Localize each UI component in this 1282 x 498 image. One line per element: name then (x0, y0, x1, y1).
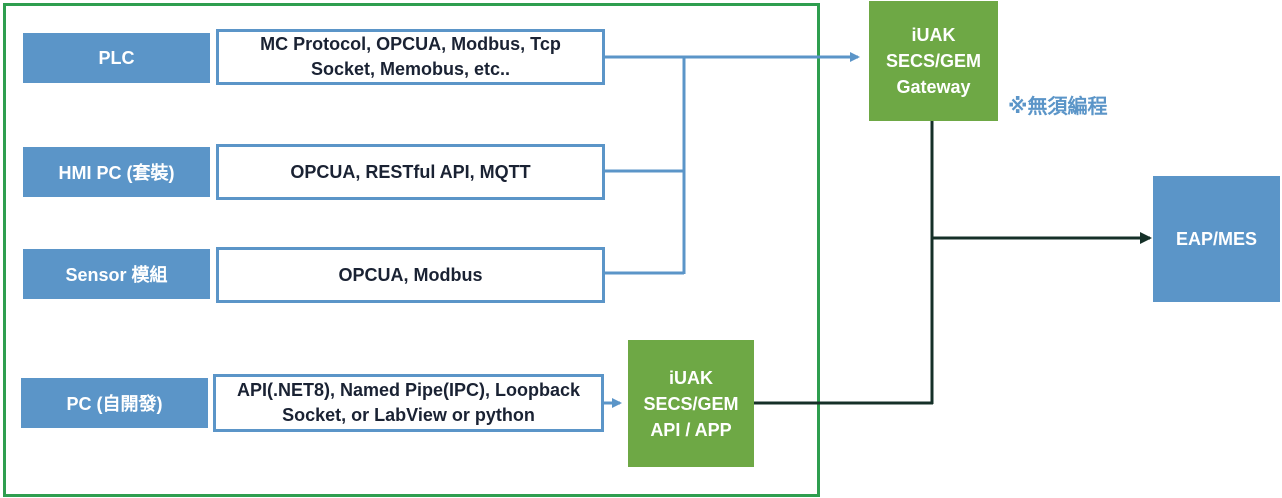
hmi-protocol-box: OPCUA, RESTful API, MQTT (216, 144, 605, 200)
sensor-protocol-box: OPCUA, Modbus (216, 247, 605, 303)
plc-protocol-box: MC Protocol, OPCUA, Modbus, Tcp Socket, … (216, 29, 605, 85)
hmi-pc-box: HMI PC (套裝) (23, 147, 210, 197)
sensor-box: Sensor 模組 (23, 249, 210, 299)
green-frame (3, 3, 820, 497)
no-programming-note: ※無須編程 (1008, 96, 1108, 118)
gateway-box: iUAK SECS/GEM Gateway (869, 1, 998, 121)
plc-box: PLC (23, 33, 210, 83)
eap-mes-box: EAP/MES (1153, 176, 1280, 302)
api-app-box: iUAK SECS/GEM API / APP (628, 340, 754, 467)
pc-box: PC (自開發) (21, 378, 208, 428)
pc-protocol-box: API(.NET8), Named Pipe(IPC), Loopback So… (213, 374, 604, 432)
